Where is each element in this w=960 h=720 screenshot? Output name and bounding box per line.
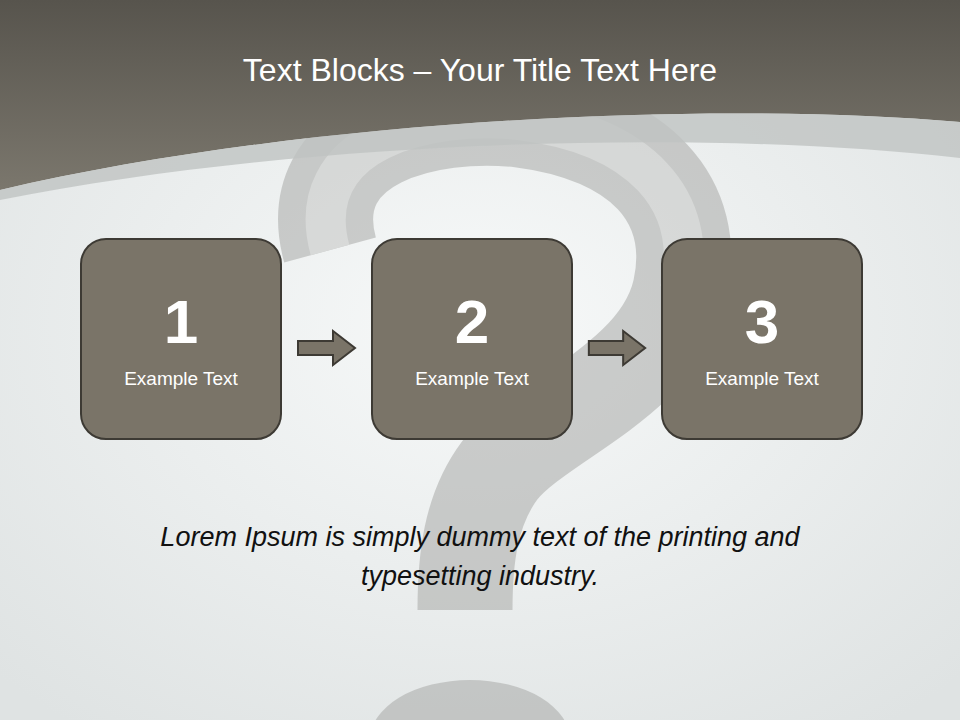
slide-title: Text Blocks – Your Title Text Here bbox=[0, 52, 960, 89]
step-text: Example Text bbox=[124, 368, 238, 390]
block-arrow bbox=[589, 331, 645, 365]
band-strip bbox=[0, 113, 960, 200]
step-number: 2 bbox=[455, 288, 489, 356]
step-number: 1 bbox=[164, 288, 198, 356]
process-box: 2Example Text bbox=[371, 238, 573, 440]
step-text: Example Text bbox=[705, 368, 819, 390]
step-number: 3 bbox=[745, 288, 779, 356]
process-box: 3Example Text bbox=[661, 238, 863, 440]
question-mark bbox=[326, 118, 684, 720]
step-text: Example Text bbox=[415, 368, 529, 390]
block-arrow bbox=[298, 331, 355, 365]
caption: Lorem Ipsum is simply dummy text of the … bbox=[100, 518, 860, 596]
process-box: 1Example Text bbox=[80, 238, 282, 440]
